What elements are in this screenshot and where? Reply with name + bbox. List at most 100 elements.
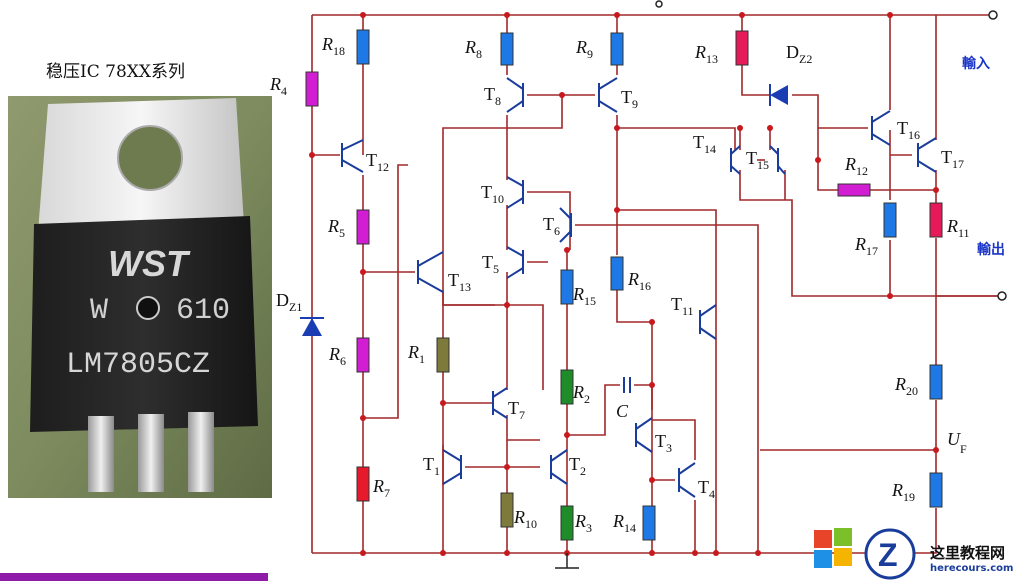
regulator-photo: WST W 610 LM7805CZ — [8, 96, 272, 498]
resistor-r19 — [929, 472, 943, 508]
resistor-r18 — [356, 29, 370, 65]
resistor-r6 — [356, 337, 370, 373]
label-uf: UF — [947, 429, 967, 456]
resistor-r11 — [929, 202, 943, 238]
resistor-r10 — [500, 492, 514, 528]
wiring — [311, 14, 1000, 554]
pin-2 — [138, 414, 164, 492]
watermark-url: herecours.com — [930, 563, 1014, 574]
label-r7: R7 — [372, 476, 390, 500]
chip-brand: WST — [108, 243, 191, 284]
resistor-r2 — [560, 369, 574, 405]
resistor-r1 — [436, 337, 450, 373]
label-t13: T13 — [448, 270, 471, 294]
resistor-r14 — [642, 505, 656, 541]
label-r20: R20 — [894, 374, 918, 398]
resistor-r4 — [305, 71, 319, 107]
package-body — [30, 216, 258, 432]
output-terminal — [997, 291, 1007, 301]
watermark: Z 这里教程网 herecours.com — [812, 524, 1018, 581]
transistor-t12 — [341, 139, 364, 173]
label-r5: R5 — [327, 216, 345, 240]
label-t2: T2 — [569, 454, 586, 478]
transistor-t14 — [730, 145, 741, 175]
resistor-r12 — [837, 183, 871, 197]
top-node — [655, 0, 663, 8]
resistor-r16 — [610, 256, 624, 291]
watermark-text: 这里教程网 — [930, 544, 1006, 562]
label-dz2: DZ2 — [786, 42, 812, 66]
label-t14: T14 — [693, 132, 716, 156]
transistor-t11 — [699, 304, 717, 340]
ground-symbol — [555, 553, 579, 569]
transistor-t4 — [678, 462, 696, 498]
label-r2: R2 — [572, 382, 590, 406]
transistor-t6 — [559, 207, 572, 243]
label-t1: T1 — [423, 454, 440, 478]
label-t12: T12 — [366, 150, 389, 174]
transistor-t8 — [506, 77, 524, 113]
transistor-t10 — [506, 176, 524, 209]
resistor-r3 — [560, 505, 574, 541]
label-t17: T17 — [941, 147, 964, 171]
label-r1: R1 — [407, 342, 425, 366]
transistor-t9 — [598, 77, 618, 113]
label-t4: T4 — [698, 477, 715, 501]
capacitor-c — [623, 377, 631, 393]
transistor-t13 — [417, 251, 444, 293]
transistor-t5 — [506, 246, 524, 279]
label-r17: R17 — [854, 234, 878, 258]
label-r15: R15 — [572, 284, 596, 308]
resistor-r15 — [560, 269, 574, 305]
label-r12: R12 — [844, 154, 868, 178]
watermark-logo: Z — [814, 528, 916, 580]
label-input: 輸入 — [962, 55, 990, 72]
label-r4: R4 — [269, 74, 287, 98]
input-terminal — [988, 10, 998, 20]
resistor-r9 — [610, 32, 624, 66]
bottom-bar — [0, 573, 268, 581]
label-r11: R11 — [946, 216, 970, 240]
caption: 稳压IC 78XX系列 — [46, 62, 185, 82]
label-r9: R9 — [575, 37, 593, 61]
component-labels: R18 R4 R8 R9 R13 DZ2 T8 T9 T12 T14 T15 T… — [269, 34, 1005, 535]
label-r10: R10 — [513, 507, 537, 531]
zener-dz1 — [300, 317, 324, 336]
label-r16: R16 — [627, 269, 651, 293]
label-r13: R13 — [694, 42, 718, 66]
label-t5: T5 — [482, 252, 499, 276]
label-t15: T15 — [746, 148, 769, 172]
resistor-r17 — [883, 202, 897, 238]
resistor-r7 — [356, 466, 370, 502]
label-r18: R18 — [321, 34, 345, 58]
label-r14: R14 — [612, 511, 636, 535]
label-t16: T16 — [897, 118, 920, 142]
label-r8: R8 — [464, 37, 482, 61]
transistor-t17 — [917, 137, 937, 173]
resistor-r13 — [735, 30, 749, 66]
transistor-t3 — [635, 417, 653, 453]
pin-1 — [88, 416, 114, 492]
label-t7: T7 — [508, 398, 525, 422]
label-c: C — [616, 401, 629, 421]
label-t9: T9 — [621, 87, 638, 111]
resistor-r5 — [356, 209, 370, 245]
label-r3: R3 — [574, 511, 592, 535]
chip-code-b: 610 — [176, 294, 230, 328]
label-output: 輸出 — [977, 241, 1005, 258]
label-t10: T10 — [481, 182, 504, 206]
label-t11: T11 — [671, 294, 694, 318]
transistors — [341, 77, 937, 498]
chip-code-a: W — [90, 294, 108, 328]
label-r6: R6 — [328, 344, 346, 368]
chip-part-number: LM7805CZ — [66, 348, 210, 382]
label-r19: R19 — [891, 480, 915, 504]
transistor-t1 — [442, 449, 462, 485]
junction-dots — [309, 12, 939, 556]
label-t6: T6 — [543, 214, 560, 238]
transistor-t15 — [769, 145, 786, 175]
chip-logo — [136, 296, 160, 320]
transistor-t2 — [550, 449, 568, 485]
mounting-hole — [117, 125, 183, 191]
pin-3 — [188, 412, 214, 492]
